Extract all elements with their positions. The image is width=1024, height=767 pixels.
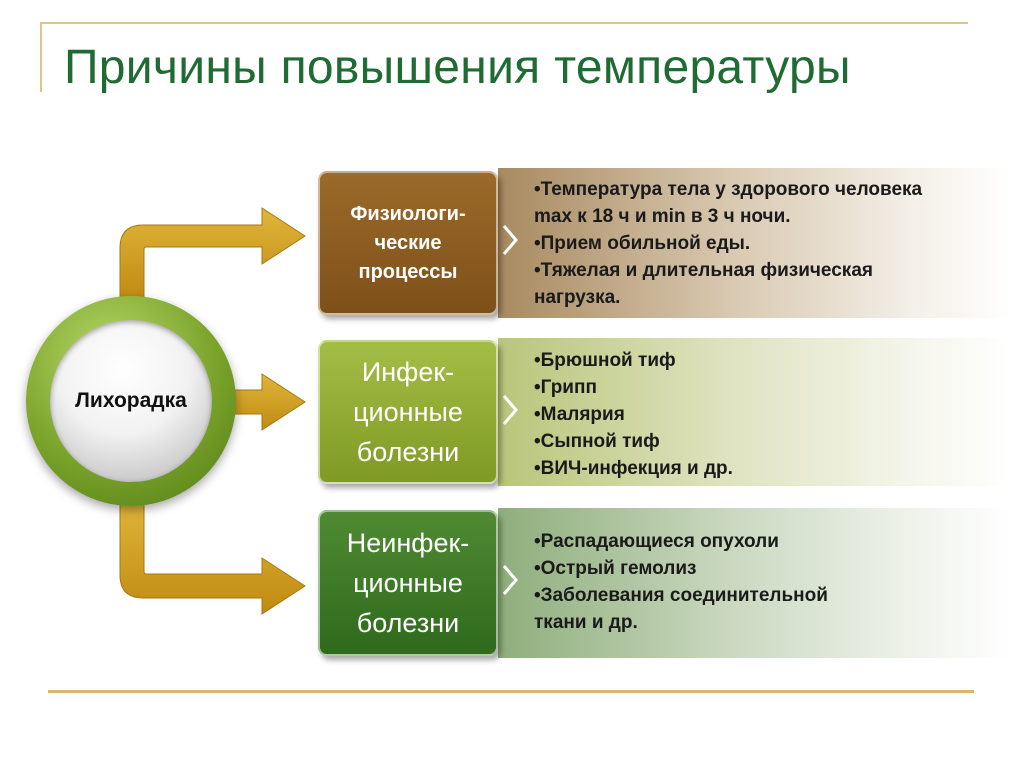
category-physiological-line-3: процессы <box>358 260 458 283</box>
list-item: •Малярия <box>534 404 625 425</box>
category-infectious-line-2: ционные <box>353 397 463 427</box>
noninfectious-items: •Распадающиеся опухоли •Острый гемолиз •… <box>534 528 828 636</box>
category-infectious-line-3: болезни <box>356 437 460 467</box>
category-infectious: Инфек- ционные болезни <box>318 340 498 484</box>
list-item: ткани и др. <box>534 612 638 633</box>
list-item: •Острый гемолиз <box>534 558 697 579</box>
chevron-right-icon <box>502 395 518 425</box>
list-item: •Температура тела у здорового человека <box>534 179 923 200</box>
infectious-items: •Брюшной тиф •Грипп •Малярия •Сыпной тиф… <box>534 347 733 482</box>
physiological-band <box>498 168 1010 318</box>
physiological-items: •Температура тела у здорового человека m… <box>534 176 922 311</box>
bottom-rule <box>48 690 974 693</box>
category-physiological: Физиологи- ческие процессы <box>318 171 498 315</box>
list-item: •Грипп <box>534 377 597 398</box>
infectious-band <box>498 338 1010 486</box>
arrow-to-physiological <box>119 207 306 301</box>
category-physiological-line-1: Физиологи- <box>350 202 466 225</box>
category-noninfectious-line-2: ционные <box>353 568 463 598</box>
list-item: нагрузка. <box>534 287 621 308</box>
list-item: •Тяжелая и длительная физическая <box>534 260 873 281</box>
list-item: •Прием обильной еды. <box>534 233 751 254</box>
category-noninfectious: Неинфек- ционные болезни <box>318 510 498 656</box>
chevron-right-icon <box>502 565 518 595</box>
page-title: Причины повышения температуры <box>64 41 851 94</box>
fever-circle-inner: Лихорадка <box>50 320 212 482</box>
fever-label: Лихорадка <box>75 389 187 412</box>
category-noninfectious-line-3: болезни <box>356 608 460 638</box>
list-item: •Сыпной тиф <box>534 431 660 452</box>
top-rule-vertical <box>40 22 42 92</box>
list-item: •ВИЧ-инфекция и др. <box>534 458 733 479</box>
list-item: •Заболевания соединительной <box>534 585 828 606</box>
list-item: •Распадающиеся опухоли <box>534 531 779 552</box>
list-item: •Брюшной тиф <box>534 350 676 371</box>
top-rule <box>40 22 968 24</box>
list-item: max к 18 ч и min в 3 ч ночи. <box>534 206 791 227</box>
noninfectious-band <box>498 508 1010 658</box>
arrow-to-noninfectious <box>119 499 306 615</box>
category-physiological-line-2: ческие <box>374 231 442 254</box>
arrow-to-infectious <box>229 373 306 431</box>
category-infectious-line-1: Инфек- <box>361 357 455 387</box>
chevron-right-icon <box>502 225 518 255</box>
category-noninfectious-line-1: Неинфек- <box>346 528 470 558</box>
fever-circle: Лихорадка <box>26 296 236 506</box>
